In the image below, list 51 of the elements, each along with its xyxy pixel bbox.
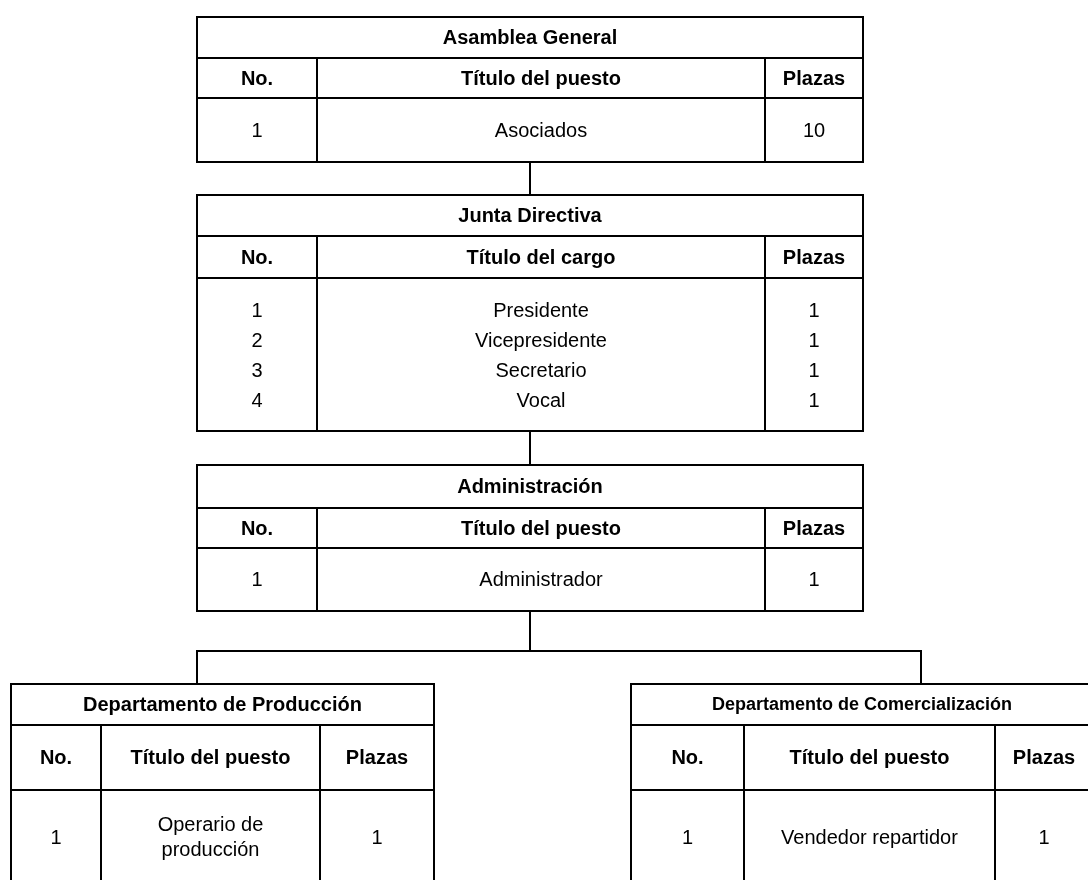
table-cell: Vendedor repartidor bbox=[745, 791, 994, 880]
column-header: Título del puesto bbox=[318, 509, 764, 547]
column-header: Plazas bbox=[996, 726, 1088, 789]
cell-text: 1 bbox=[808, 327, 820, 353]
cell-text: 1 bbox=[808, 387, 820, 413]
cell-text: 3 bbox=[251, 357, 263, 383]
table-cell: 1 bbox=[198, 99, 316, 161]
cell-text: 2 bbox=[251, 327, 263, 353]
table-cell: Operario de producción bbox=[102, 791, 319, 880]
table-cell: 1 bbox=[766, 549, 862, 610]
cell-text: 1 bbox=[808, 297, 820, 323]
cell-text: Vicepresidente bbox=[475, 327, 607, 353]
org-table bbox=[196, 464, 864, 612]
cell-text: 4 bbox=[251, 387, 263, 413]
org-table bbox=[196, 194, 864, 432]
cell-text: Secretario bbox=[495, 357, 587, 383]
column-header: Título del cargo bbox=[318, 237, 764, 277]
column-header: No. bbox=[198, 59, 316, 97]
org-table bbox=[630, 683, 1088, 880]
org-table bbox=[10, 683, 435, 880]
table-title: Junta Directiva bbox=[198, 196, 862, 235]
table-title: Administración bbox=[198, 466, 862, 507]
table-cell: 10 bbox=[766, 99, 862, 161]
table-cell: Administrador bbox=[318, 549, 764, 610]
column-header: Plazas bbox=[321, 726, 433, 789]
column-header: Título del puesto bbox=[745, 726, 994, 789]
column-header: Plazas bbox=[766, 59, 862, 97]
connector-line bbox=[529, 431, 531, 465]
table-cell: 1 bbox=[321, 791, 433, 880]
column-header: No. bbox=[12, 726, 100, 789]
table-cell: 1 bbox=[12, 791, 100, 880]
column-header: No. bbox=[198, 237, 316, 277]
table-cell: Asociados bbox=[318, 99, 764, 161]
table-title: Departamento de Producción bbox=[12, 685, 433, 724]
cell-text: 1 bbox=[808, 357, 820, 383]
cell-text: Vocal bbox=[516, 387, 566, 413]
table-cell: 1 bbox=[632, 791, 743, 880]
column-header: No. bbox=[632, 726, 743, 789]
cell-text: 1 bbox=[251, 297, 263, 323]
table-title: Departamento de Comercialización bbox=[632, 685, 1088, 724]
column-header: No. bbox=[198, 509, 316, 547]
connector-line bbox=[529, 162, 531, 195]
cell-text: Presidente bbox=[493, 297, 589, 323]
column-header: Título del puesto bbox=[318, 59, 764, 97]
table-cell: 1 bbox=[996, 791, 1088, 880]
table-title: Asamblea General bbox=[198, 18, 862, 57]
column-header: Título del puesto bbox=[102, 726, 319, 789]
table-cell: 1 bbox=[198, 549, 316, 610]
column-header: Plazas bbox=[766, 237, 862, 277]
column-header: Plazas bbox=[766, 509, 862, 547]
org-table bbox=[196, 16, 864, 163]
